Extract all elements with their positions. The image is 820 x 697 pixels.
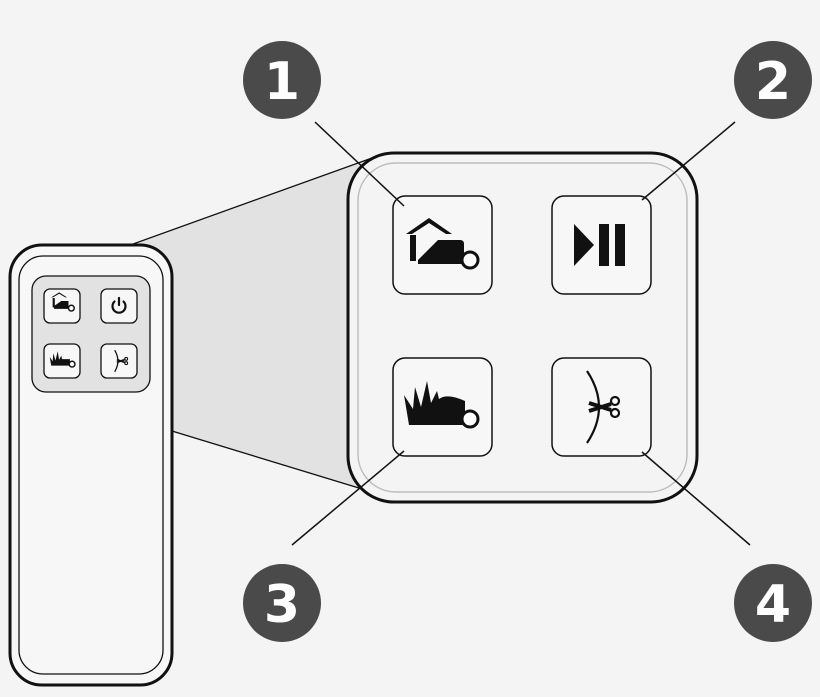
- small-button-power[interactable]: [100, 288, 138, 324]
- power-icon: [111, 296, 127, 314]
- leader-line-4: [641, 451, 751, 546]
- cut-boundary-scissors-icon: [586, 370, 621, 444]
- keypad-button-grass[interactable]: [392, 357, 493, 457]
- callout-badge-1: 1: [243, 41, 321, 119]
- small-button-home[interactable]: [43, 288, 81, 324]
- callout-number-2: 2: [755, 52, 791, 112]
- cut-boundary-scissors-icon: [114, 349, 129, 373]
- callout-number-4: 4: [755, 575, 791, 635]
- callout-badge-3: 3: [243, 564, 321, 642]
- grass-mower-icon: [49, 351, 76, 368]
- home-mower-icon: [406, 218, 480, 270]
- callout-badge-2: 2: [734, 41, 812, 119]
- remote-body-inner: [18, 255, 164, 675]
- play-pause-icon: [574, 224, 625, 266]
- grass-mower-icon: [404, 381, 480, 429]
- remote-device: [8, 243, 174, 687]
- keypad-button-cut[interactable]: [551, 357, 652, 457]
- small-button-grass[interactable]: [43, 343, 81, 379]
- enlarged-keypad: [346, 151, 699, 504]
- callout-badge-4: 4: [734, 564, 812, 642]
- callout-number-3: 3: [264, 575, 300, 635]
- leader-line-1: [314, 121, 405, 207]
- keypad-button-play-pause[interactable]: [551, 195, 652, 295]
- small-button-cut[interactable]: [100, 343, 138, 379]
- keypad-frame-inner: [357, 162, 688, 493]
- keypad-button-home[interactable]: [392, 195, 493, 295]
- leader-line-3: [291, 450, 405, 546]
- home-mower-icon: [51, 292, 75, 312]
- leader-line-2: [641, 121, 736, 201]
- callout-number-1: 1: [264, 52, 300, 112]
